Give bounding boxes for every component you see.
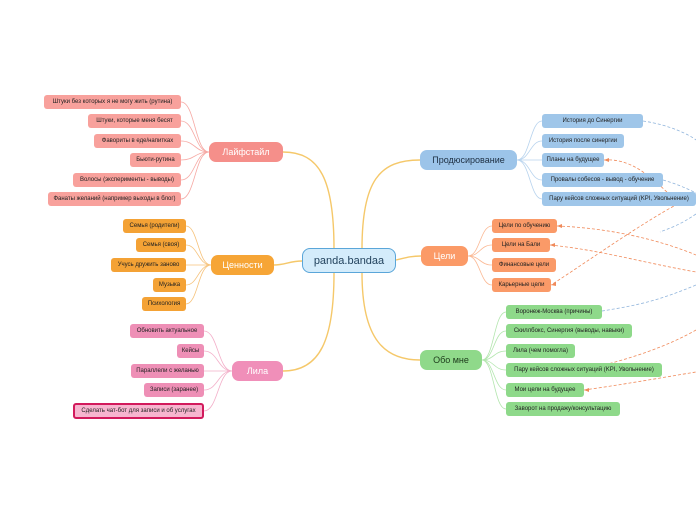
goals-item[interactable]: Цели на Бали: [492, 238, 550, 252]
lifestyle-item[interactable]: Фанаты желаний (например выходы в блог): [48, 192, 181, 206]
branch-goals[interactable]: Цели: [421, 246, 468, 266]
values-item[interactable]: Семья (родители): [123, 219, 186, 233]
branch-lifestyle[interactable]: Лайфстайл: [209, 142, 283, 162]
about-item[interactable]: Мои цели на будущее: [506, 383, 584, 397]
about-item[interactable]: Воронеж-Москва (причины): [506, 305, 602, 319]
lila-item[interactable]: Параллели с желанью: [131, 364, 204, 378]
link-center-values: [273, 260, 303, 266]
lila-item[interactable]: Записи (заранее): [144, 383, 204, 397]
branch-about[interactable]: Обо мне: [420, 350, 482, 370]
branch-values[interactable]: Ценности: [211, 255, 274, 275]
about-item[interactable]: Пару кейсов сложных ситуаций (KPI, Уволь…: [506, 363, 662, 377]
link-center-lifestyle: [282, 151, 335, 250]
producing-item[interactable]: История до Синергии: [542, 114, 643, 128]
lila-item[interactable]: Обновить актуальное: [130, 324, 204, 338]
about-item[interactable]: Скиллбокс, Синергия (выводы, навыки): [506, 324, 632, 338]
branch-lila[interactable]: Лила: [232, 361, 283, 381]
values-item[interactable]: Семья (своя): [136, 238, 186, 252]
lila-item[interactable]: Кейсы: [177, 344, 204, 358]
link-center-goals: [395, 255, 422, 261]
lifestyle-item[interactable]: Фавориты в еде/напитках: [94, 134, 181, 148]
goals-item[interactable]: Финансовые цели: [492, 258, 556, 272]
values-item[interactable]: Учусь дружить заново: [111, 258, 186, 272]
about-item[interactable]: Лила (чем помогла): [506, 344, 575, 358]
lifestyle-item[interactable]: Штуки без которых я не могу жить (рутина…: [44, 95, 181, 109]
values-item[interactable]: Психология: [142, 297, 186, 311]
link-center-producing: [361, 159, 421, 250]
lila-item-highlighted[interactable]: Сделать чат-бот для записи и об услугах: [73, 403, 204, 419]
lifestyle-item[interactable]: Бьюти-рутина: [130, 153, 181, 167]
branch-producing[interactable]: Продюсирование: [420, 150, 517, 170]
central-topic[interactable]: panda.bandaa: [302, 248, 396, 273]
values-item[interactable]: Музыка: [153, 278, 186, 292]
producing-item[interactable]: Пару кейсов сложных ситуаций (KPI, Уволь…: [542, 192, 696, 206]
link-center-lila: [282, 272, 335, 372]
lifestyle-item[interactable]: Волосы (эксперименты - выводы): [73, 173, 181, 187]
producing-item[interactable]: История после синергии: [542, 134, 624, 148]
producing-item[interactable]: Провалы собесов - вывод - обучение: [542, 173, 663, 187]
goals-item[interactable]: Карьерные цели: [492, 278, 551, 292]
about-item[interactable]: Заворот на продажу/консультацию: [506, 402, 620, 416]
lifestyle-item[interactable]: Штуки, которые меня бесят: [88, 114, 181, 128]
goals-item[interactable]: Цели по обучению: [492, 219, 557, 233]
link-center-about: [361, 272, 421, 361]
producing-item[interactable]: Планы на будущее: [542, 153, 604, 167]
